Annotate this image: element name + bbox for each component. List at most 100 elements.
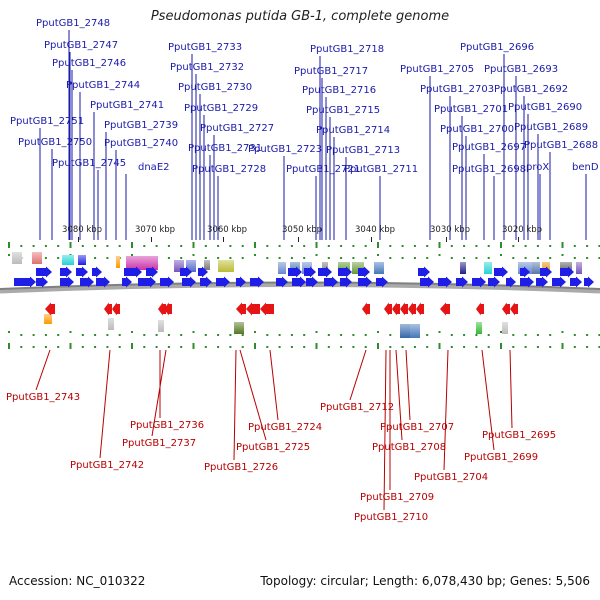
scale-tick bbox=[20, 334, 23, 336]
scale-tick bbox=[254, 242, 256, 248]
forward-gene-label: dnaE2 bbox=[138, 162, 170, 173]
scale-tick bbox=[389, 245, 392, 247]
scale-tick bbox=[241, 257, 244, 259]
scale-tick bbox=[44, 346, 47, 348]
forward-gene-arrow bbox=[96, 276, 110, 288]
reverse-label-leader bbox=[349, 349, 367, 401]
forward-gene-arrow bbox=[292, 276, 306, 288]
scale-tick bbox=[180, 334, 183, 336]
scale-tick bbox=[450, 346, 453, 348]
forward-gene-arrow bbox=[160, 276, 174, 288]
scale-tick bbox=[204, 346, 207, 348]
cog-box-shade bbox=[410, 324, 420, 338]
scale-tick bbox=[290, 346, 293, 348]
scale-tick bbox=[106, 245, 109, 247]
reverse-gene-arrow bbox=[104, 302, 112, 316]
reverse-gene-arrow bbox=[246, 302, 260, 316]
scale-tick bbox=[401, 346, 404, 348]
scale-tick bbox=[44, 334, 47, 336]
scale-tick bbox=[413, 245, 416, 247]
scale-tick bbox=[81, 334, 84, 336]
forward-gene-label: PputGB1_2693 bbox=[484, 64, 558, 75]
scale-tick bbox=[327, 334, 330, 336]
scale-tick bbox=[512, 245, 515, 247]
scale-tick bbox=[340, 257, 343, 259]
reverse-gene-label: PputGB1_2709 bbox=[360, 492, 434, 503]
scale-tick bbox=[303, 334, 306, 336]
forward-gene-label: PputGB1_2730 bbox=[178, 82, 252, 93]
scale-tick bbox=[278, 334, 281, 336]
scale-tick bbox=[536, 346, 539, 348]
reverse-label-leader bbox=[151, 349, 167, 437]
scale-tick bbox=[450, 334, 453, 336]
forward-gene-label: proX bbox=[526, 162, 549, 173]
reverse-gene-arrow bbox=[236, 302, 246, 316]
forward-gene-label: PputGB1_2713 bbox=[326, 145, 400, 156]
scale-tick bbox=[524, 257, 527, 259]
forward-gene-arrow bbox=[494, 266, 508, 278]
forward-gene-label: PputGB1_2721 bbox=[286, 164, 360, 175]
forward-gene-arrow bbox=[358, 276, 372, 288]
scale-tick bbox=[536, 245, 539, 247]
forward-gene-label: PputGB1_2729 bbox=[184, 103, 258, 114]
scale-tick bbox=[364, 346, 367, 348]
scale-tick bbox=[352, 346, 355, 348]
cog-box-shade bbox=[234, 322, 244, 334]
forward-gene-arrow bbox=[250, 276, 264, 288]
forward-gene-label: PputGB1_2750 bbox=[18, 137, 92, 148]
forward-gene-label: PputGB1_2723 bbox=[248, 144, 322, 155]
scale-tick bbox=[524, 334, 527, 336]
reverse-gene-arrow bbox=[362, 302, 370, 316]
scale-tick bbox=[266, 334, 269, 336]
cog-box-shade bbox=[374, 262, 384, 274]
scale-tick bbox=[487, 245, 490, 247]
scale-tick bbox=[167, 334, 170, 336]
scale-tick bbox=[94, 257, 97, 259]
scale-tick bbox=[475, 334, 478, 336]
cog-box-shade bbox=[32, 252, 42, 264]
scale-tick bbox=[204, 245, 207, 247]
forward-gene-arrow bbox=[60, 266, 72, 278]
scale-tick bbox=[143, 346, 146, 348]
scale-tick bbox=[549, 245, 552, 247]
scale-tick bbox=[340, 245, 343, 247]
scale-tick bbox=[586, 346, 589, 348]
reverse-label-leader bbox=[239, 349, 267, 441]
kbp-label: 3070 kbp bbox=[135, 225, 175, 235]
forward-gene-label: PputGB1_2732 bbox=[170, 62, 244, 73]
scale-tick bbox=[131, 242, 133, 248]
forward-gene-label: PputGB1_2700 bbox=[440, 124, 514, 135]
scale-tick bbox=[315, 331, 318, 333]
scale-tick bbox=[81, 245, 84, 247]
scale-tick bbox=[254, 254, 256, 256]
scale-tick bbox=[192, 254, 195, 256]
scale-tick bbox=[598, 346, 600, 348]
scale-tick bbox=[450, 257, 453, 259]
scale-tick bbox=[20, 346, 23, 348]
reverse-gene-label: PputGB1_2726 bbox=[204, 462, 278, 473]
reverse-gene-arrow bbox=[392, 302, 400, 316]
forward-gene-label: PputGB1_2690 bbox=[508, 102, 582, 113]
scale-tick bbox=[536, 257, 539, 259]
scale-tick bbox=[500, 242, 502, 248]
scale-tick bbox=[389, 334, 392, 336]
reverse-label-leader bbox=[481, 349, 495, 451]
scale-tick bbox=[315, 343, 318, 349]
forward-gene-label: PputGB1_2740 bbox=[104, 138, 178, 149]
cog-box-shade bbox=[186, 260, 196, 272]
scale-tick bbox=[290, 245, 293, 247]
scale-tick bbox=[598, 334, 600, 336]
scale-tick bbox=[561, 331, 564, 333]
reverse-gene-arrow bbox=[440, 302, 450, 316]
cog-box-shade bbox=[218, 260, 234, 272]
scale-tick bbox=[204, 334, 207, 336]
kbp-label: 3080 kbp bbox=[62, 225, 102, 235]
scale-tick bbox=[204, 257, 207, 259]
forward-gene-label: PputGB1_2728 bbox=[192, 164, 266, 175]
forward-gene-label: PputGB1_2689 bbox=[514, 122, 588, 133]
cog-box-shade bbox=[158, 320, 164, 332]
scale-tick bbox=[426, 257, 429, 259]
scale-tick bbox=[217, 334, 220, 336]
reverse-gene-arrow bbox=[476, 302, 484, 316]
